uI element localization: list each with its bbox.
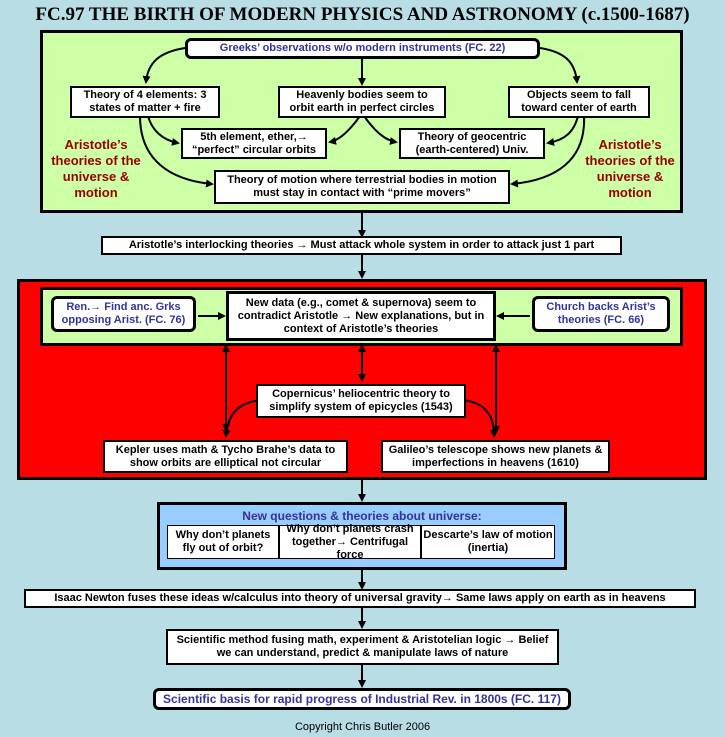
question-crash: Why don’t planets crash together→ Centri… (279, 523, 421, 561)
newton-box: Isaac Newton fuses these ideas w/calculu… (24, 589, 696, 608)
arrow-greeks-objects (539, 47, 581, 84)
four-elements-box: Theory of 4 elements: 3 states of matter… (70, 86, 220, 118)
galileo-box: Galileo’s telescope shows new planets & … (381, 440, 610, 473)
scientific-method-box: Scientific method fusing math, experimen… (166, 629, 559, 665)
objects-fall-box: Objects seem to fall toward center of ea… (508, 86, 650, 118)
question-inertia: Descarte’s law of motion (inertia) (421, 525, 555, 559)
questions-title: New questions & theories about universe: (242, 509, 482, 523)
church-box: Church backs Arist’s theories (FC. 66) (532, 296, 670, 332)
renaissance-box: Ren.→ Find anc. Grks opposing Arist. (FC… (51, 296, 196, 332)
arrow-four-elements-ether (147, 115, 180, 146)
interlocking-box: Aristotle’s interlocking theories → Must… (101, 236, 622, 255)
arrow-copernicus-galileo (461, 399, 498, 438)
arrow-heavenly-geocentric (363, 115, 398, 145)
arrow-objects-geocentric (546, 115, 579, 146)
aristotle-label-right: Aristotle’s theories of the universe & m… (585, 137, 675, 200)
new-data-box: New data (e.g., comet & supernova) seem … (226, 291, 496, 341)
arrow-four-elements-motion (139, 115, 214, 188)
arrow-heavenly-ether (328, 115, 361, 145)
industrial-box: Scientific basis for rapid progress of I… (153, 688, 571, 710)
geocentric-box: Theory of geocentric (earth-centered) Un… (399, 128, 545, 159)
copernicus-box: Copernicus’ heliocentric theory to simpl… (256, 384, 466, 418)
motion-box: Theory of motion where terrestrial bodie… (214, 170, 510, 204)
copyright: Copyright Chris Butler 2006 (294, 721, 431, 733)
page-title: FC.97 THE BIRTH OF MODERN PHYSICS AND AS… (35, 4, 690, 25)
heavenly-bodies-box: Heavenly bodies seem to orbit earth in p… (278, 86, 446, 118)
aristotle-label-left: Aristotle’s theories of the universe & m… (51, 137, 141, 200)
kepler-box: Kepler uses math & Tycho Brahe’s data to… (103, 440, 348, 473)
ether-box: 5th element, ether,→ “perfect” circular … (181, 128, 327, 159)
arrow-objects-motion (510, 115, 586, 188)
arrow-greeks-four-elements (142, 47, 186, 84)
greeks-box: Greeks’ observations w/o modern instrume… (185, 38, 540, 59)
question-orbit: Why don’t planets fly out of orbit? (167, 525, 279, 559)
